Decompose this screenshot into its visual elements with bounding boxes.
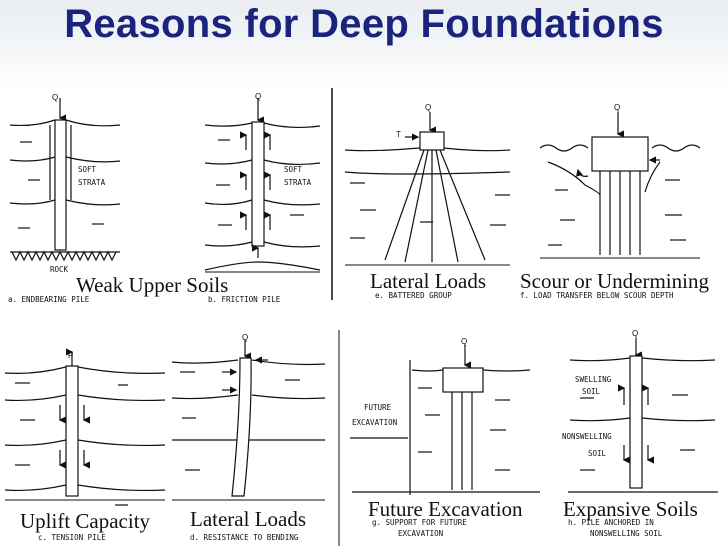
deep-foundation-diagrams: Q SOFT STRATA ROCK Q SOFT STRATA P Q Q T…	[4, 88, 718, 546]
panel-h-soil-label-3: NONSWELLING	[562, 432, 612, 441]
panel-f-scour	[539, 112, 701, 255]
panel-c-caption: c. TENSION PILE	[38, 533, 106, 542]
panel-b-load-label: Q	[255, 92, 261, 101]
panel-h-expansive-soils	[568, 338, 718, 493]
panel-b-caption: b. FRICTION PILE	[208, 295, 281, 304]
panel-g-caption-2: EXCAVATION	[398, 529, 443, 538]
panel-e-lateral-label: T	[396, 130, 401, 139]
diagram-area: Q SOFT STRATA ROCK Q SOFT STRATA P Q Q T…	[0, 86, 728, 546]
panel-h-caption-2: NONSWELLING SOIL	[590, 529, 663, 538]
panel-e-battered-group	[344, 112, 511, 263]
reason-expansive-soils: Expansive Soils	[563, 497, 698, 521]
panel-f-load-label: Q	[614, 103, 620, 112]
panel-a-load-label: Q	[52, 93, 58, 102]
panel-g-side-label-1: FUTURE	[364, 403, 392, 412]
reason-lateral-loads-2: Lateral Loads	[190, 507, 306, 531]
reason-weak-upper-soils: Weak Upper Soils	[76, 273, 228, 297]
panel-b-friction-pile	[204, 98, 321, 271]
panel-c-tension-pile	[4, 348, 166, 506]
ground-hatch	[5, 257, 700, 501]
reason-scour: Scour or Undermining	[520, 269, 709, 293]
panel-a-endbearing-pile	[9, 98, 121, 262]
panel-h-load-label: Q	[632, 329, 638, 338]
panel-a-caption: a. ENDBEARING PILE	[8, 295, 90, 304]
panel-e-load-label: Q	[425, 103, 431, 112]
panel-d-caption: d. RESISTANCE TO BENDING	[190, 533, 299, 542]
reason-future-excavation: Future Excavation	[368, 497, 523, 521]
panel-d-bending-pile	[171, 340, 326, 497]
panel-h-caption-1: h. PILE ANCHORED IN	[568, 518, 654, 527]
panel-g-caption-1: g. SUPPORT FOR FUTURE	[372, 518, 467, 527]
panel-h-soil-label-2: SOIL	[582, 387, 601, 396]
panel-c-load-label: P	[68, 351, 73, 360]
panel-a-base-label: ROCK	[50, 265, 69, 274]
reason-lateral-loads-1: Lateral Loads	[370, 269, 486, 293]
panel-e-caption: e. BATTERED GROUP	[375, 291, 452, 300]
panel-h-soil-label-4: SOIL	[588, 449, 607, 458]
reason-uplift: Uplift Capacity	[20, 509, 151, 533]
panel-b-soil-label-1: SOFT	[284, 165, 303, 174]
panel-a-soil-label-2: STRATA	[78, 178, 106, 187]
panel-g-load-label: Q	[461, 337, 467, 346]
slide-header	[0, 0, 728, 88]
panel-h-soil-label-1: SWELLING	[575, 375, 612, 384]
panel-b-soil-label-2: STRATA	[284, 178, 312, 187]
panel-f-caption: f. LOAD TRANSFER BELOW SCOUR DEPTH	[520, 291, 674, 300]
slide-title: Reasons for Deep Foundations	[64, 2, 664, 46]
panel-a-soil-label-1: SOFT	[78, 165, 97, 174]
panel-g-future-excavation	[350, 345, 540, 495]
panel-g-side-label-2: EXCAVATION	[352, 418, 397, 427]
panel-d-load-label: Q	[242, 333, 248, 342]
